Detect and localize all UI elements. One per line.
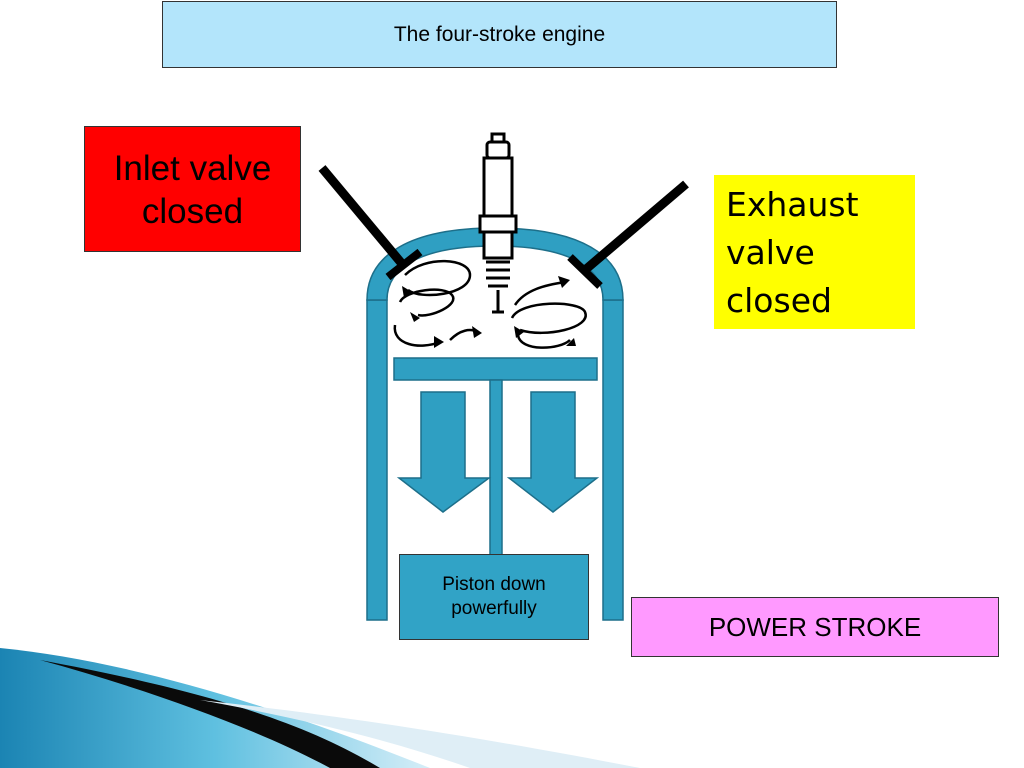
cylinder-left-wall [366,299,388,621]
spark-plug [478,132,518,314]
piston-label: Piston down powerfully [399,554,589,640]
connecting-rod [489,379,503,557]
exhaust-valve [567,180,689,289]
down-arrow-left [396,391,492,513]
cylinder-head [366,227,624,301]
inlet-valve-label: Inlet valve closed [84,126,301,252]
cylinder [366,227,624,621]
inlet-valve [318,165,423,281]
swirl-arrows [393,259,587,349]
swirl-arrowheads [402,276,576,348]
cylinder-right-wall [602,299,624,621]
slide-title: The four-stroke engine [162,1,837,68]
stroke-label-text: POWER STROKE [708,611,922,642]
piston-head [393,357,598,381]
slide-title-text: The four-stroke engine [393,22,606,46]
stroke-label: POWER STROKE [631,597,999,657]
down-arrow-right [506,391,600,513]
exhaust-valve-label: Exhaust valve closed [714,175,915,329]
